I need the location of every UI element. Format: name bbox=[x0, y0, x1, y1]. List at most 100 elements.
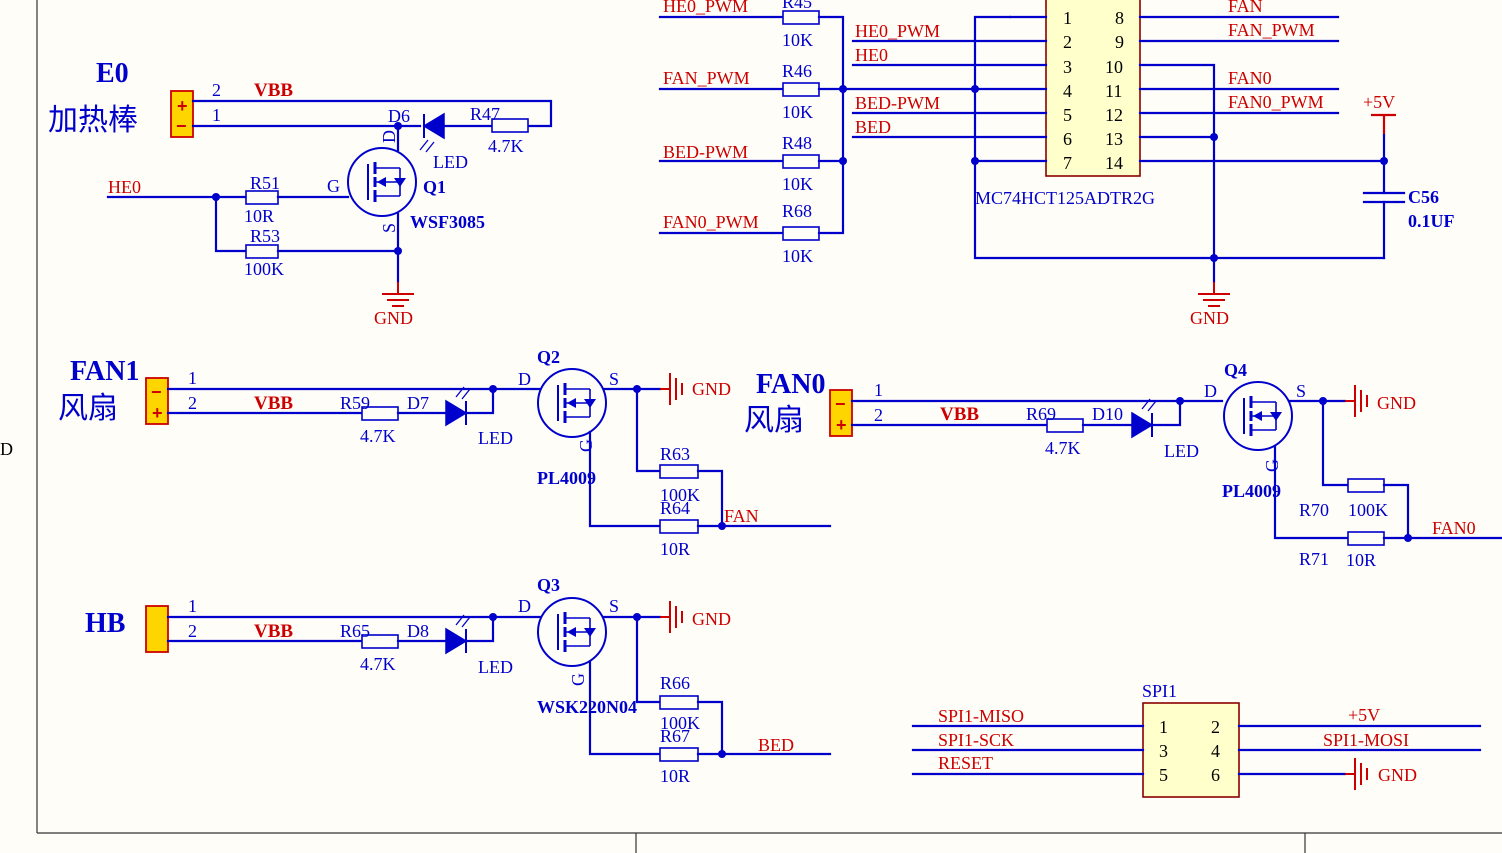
ic-net-fan: FAN bbox=[1228, 0, 1263, 16]
r69-val: 4.7K bbox=[1045, 438, 1081, 458]
spi-header: SPI1 1 2 3 4 5 6 SPI1-MISO SPI1-SCK RESE… bbox=[911, 681, 1482, 798]
spi-pin2: 2 bbox=[1211, 717, 1220, 737]
bed-connector-name: HB bbox=[85, 608, 125, 639]
heater-minus: − bbox=[176, 116, 187, 136]
ic-left-pin-numbers: 1 2 3 4 5 6 7 bbox=[1063, 8, 1072, 173]
q4-pin-g: G bbox=[1262, 459, 1282, 472]
fan0-minus: − bbox=[835, 394, 846, 414]
fan0-gnd-symbol bbox=[1344, 384, 1368, 418]
r66-val: 100K bbox=[660, 713, 700, 733]
q4-pin-s: S bbox=[1296, 381, 1306, 401]
r48-net: BED-PWM bbox=[663, 142, 748, 162]
d7-ref: D7 bbox=[407, 393, 429, 413]
mosfet-q3 bbox=[536, 596, 608, 668]
fan0-gnd: GND bbox=[1377, 393, 1416, 413]
q3-pin-s: S bbox=[609, 596, 619, 616]
heater-vbb: VBB bbox=[254, 80, 293, 101]
svg-text:14: 14 bbox=[1105, 153, 1123, 173]
spi-net-miso: SPI1-MISO bbox=[938, 706, 1024, 726]
resistor-r66 bbox=[659, 695, 699, 710]
r69-ref: R69 bbox=[1026, 404, 1056, 424]
net-he0-in: HE0 bbox=[108, 177, 141, 197]
svg-text:12: 12 bbox=[1105, 105, 1123, 125]
ic-mc74hct125 bbox=[1045, 0, 1141, 177]
ic-net-he0: HE0 bbox=[855, 45, 888, 65]
q3-ref: Q3 bbox=[537, 575, 560, 595]
spi-net-reset: RESET bbox=[938, 753, 993, 773]
heater-connector-desc: 加热棒 bbox=[48, 103, 138, 138]
svg-text:6: 6 bbox=[1063, 129, 1072, 149]
bed-gnd-symbol bbox=[659, 600, 683, 634]
svg-text:4: 4 bbox=[1063, 81, 1072, 101]
ic-vcc: +5V bbox=[1363, 92, 1395, 112]
q3-pin-g: G bbox=[568, 673, 588, 686]
r59-ref: R59 bbox=[340, 393, 370, 413]
spi-net-5v: +5V bbox=[1348, 705, 1380, 725]
r70-ref: R70 bbox=[1299, 500, 1329, 520]
ic-net-he0-pwm: HE0_PWM bbox=[855, 21, 940, 41]
edge-label: D bbox=[0, 439, 13, 459]
resistor-r64 bbox=[659, 519, 699, 534]
ic-net-fan0-pwm: FAN0_PWM bbox=[1228, 92, 1324, 112]
svg-text:13: 13 bbox=[1105, 129, 1123, 149]
bed-net: BED bbox=[758, 735, 794, 755]
fan0-net: FAN0 bbox=[1432, 518, 1476, 538]
d8-ref: D8 bbox=[407, 621, 429, 641]
r68-val: 10K bbox=[782, 246, 813, 266]
resistor-r46 bbox=[782, 82, 820, 97]
led-d7 bbox=[445, 386, 471, 426]
heater-connector bbox=[170, 90, 194, 138]
spi-gnd-symbol bbox=[1344, 757, 1368, 791]
svg-text:1: 1 bbox=[1063, 8, 1072, 28]
ic-gnd-symbol bbox=[1197, 281, 1231, 307]
r48-ref: R48 bbox=[782, 133, 812, 153]
d8-val: LED bbox=[478, 657, 513, 677]
r68-ref: R68 bbox=[782, 201, 812, 221]
r59-val: 4.7K bbox=[360, 426, 396, 446]
ic-right-pin-numbers: 8 9 10 11 12 13 14 bbox=[1105, 8, 1124, 173]
r68-net: FAN0_PWM bbox=[663, 212, 759, 232]
resistor-r71 bbox=[1347, 531, 1385, 546]
c56-ref: C56 bbox=[1408, 187, 1439, 207]
fan0-circuit: FAN0 风扇 − + 1 2 VBB R69 4.7K D10 LED Q4 … bbox=[744, 360, 1502, 570]
fan0-pin2: 2 bbox=[874, 405, 883, 425]
spi-ref: SPI1 bbox=[1142, 681, 1177, 701]
r48-val: 10K bbox=[782, 174, 813, 194]
heater-gnd: GND bbox=[374, 308, 413, 328]
q3-pin-d: D bbox=[518, 596, 531, 616]
fan0-plus: + bbox=[836, 415, 847, 435]
q1-pin-s: S bbox=[379, 223, 399, 233]
ic-net-bed: BED bbox=[855, 117, 891, 137]
buffer-ic-circuit: 1 2 3 4 5 6 7 8 9 10 11 12 13 14 MC74HCT… bbox=[841, 0, 1455, 328]
r51-ref: R51 bbox=[250, 173, 280, 193]
d10-val: LED bbox=[1164, 441, 1199, 461]
r71-ref: R71 bbox=[1299, 549, 1329, 569]
svg-text:10: 10 bbox=[1105, 57, 1123, 77]
fan1-pin2: 2 bbox=[188, 393, 197, 413]
mosfet-q1 bbox=[346, 146, 418, 218]
d6-ref: D6 bbox=[388, 106, 410, 126]
r53-val: 100K bbox=[244, 259, 284, 279]
led-d10 bbox=[1131, 398, 1157, 438]
d7-val: LED bbox=[478, 428, 513, 448]
q4-pin-d: D bbox=[1204, 381, 1217, 401]
r63-val: 100K bbox=[660, 485, 700, 505]
resistor-r45 bbox=[782, 10, 820, 25]
fan1-pin1: 1 bbox=[188, 368, 197, 388]
d6-val: LED bbox=[433, 152, 468, 172]
svg-text:7: 7 bbox=[1063, 153, 1072, 173]
svg-text:2: 2 bbox=[1063, 32, 1072, 52]
resistor-r63 bbox=[659, 464, 699, 479]
q1-pin-g: G bbox=[327, 176, 340, 196]
bed-pin2: 2 bbox=[188, 621, 197, 641]
r53-ref: R53 bbox=[250, 226, 280, 246]
resistor-r67 bbox=[659, 747, 699, 762]
r51-val: 10R bbox=[244, 206, 274, 226]
r65-ref: R65 bbox=[340, 621, 370, 641]
r45-ref: R45 bbox=[782, 0, 812, 12]
fan1-plus: + bbox=[152, 403, 163, 423]
ic-net-fan-pwm: FAN_PWM bbox=[1228, 20, 1315, 40]
spi-pin5: 5 bbox=[1159, 765, 1168, 785]
resistor-r48 bbox=[782, 154, 820, 169]
